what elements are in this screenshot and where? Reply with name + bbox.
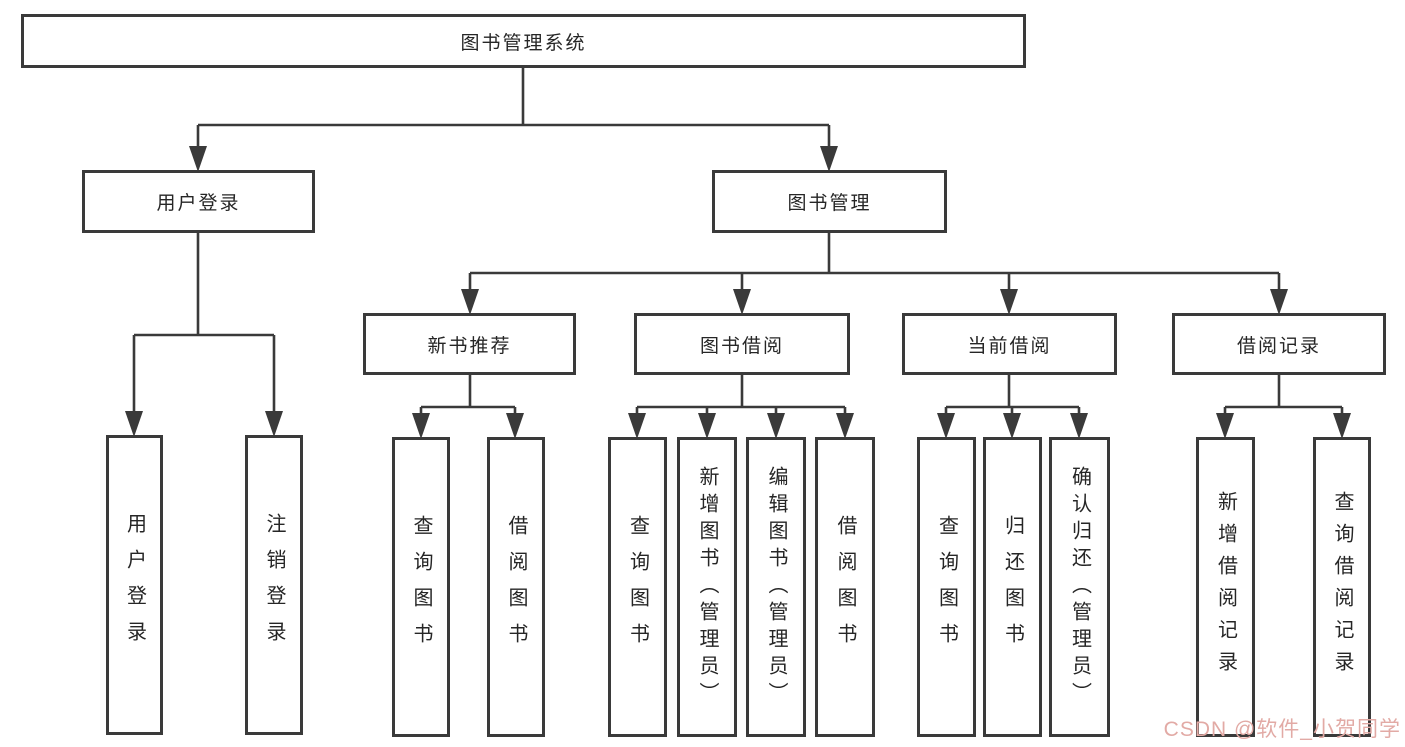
arrow-down-icon: [698, 413, 716, 439]
arrow-down-icon: [1003, 413, 1021, 439]
leaf-label: 借阅图书: [505, 515, 527, 659]
leaf-label: 确认归还（管理员）: [1068, 465, 1091, 709]
arrow-down-icon: [1070, 413, 1088, 439]
node-new-book-recommend: 新书推荐: [363, 313, 576, 375]
arrow-down-icon: [733, 289, 751, 315]
leaf-borrow-books: 借阅图书: [815, 437, 875, 737]
node-label: 当前借阅: [967, 335, 1052, 357]
node-label: 新书推荐: [427, 335, 512, 357]
arrow-down-icon: [189, 146, 207, 172]
leaf-label: 查询图书: [935, 515, 958, 659]
leaf-label: 编辑图书（管理员）: [765, 465, 787, 709]
arrow-down-icon: [937, 413, 955, 439]
leaf-borrow-books: 借阅图书: [487, 437, 545, 737]
leaf-query-books: 查询图书: [917, 437, 976, 737]
arrow-down-icon: [125, 411, 143, 437]
arrow-down-icon: [1000, 289, 1018, 315]
arrow-down-icon: [461, 289, 479, 315]
arrow-down-icon: [1333, 413, 1351, 439]
node-current-borrowing: 当前借阅: [902, 313, 1117, 375]
arrow-down-icon: [265, 411, 283, 437]
leaf-label: 归还图书: [1001, 515, 1024, 659]
leaf-label: 查询图书: [626, 515, 649, 659]
arrow-down-icon: [1270, 289, 1288, 315]
leaf-query-books: 查询图书: [392, 437, 450, 737]
node-book-management: 图书管理: [712, 170, 947, 233]
leaf-logout: 注销登录: [245, 435, 303, 735]
node-label: 借阅记录: [1236, 335, 1321, 357]
arrow-down-icon: [767, 413, 785, 439]
leaf-label: 用户登录: [123, 513, 146, 657]
leaf-confirm-return-admin: 确认归还（管理员）: [1049, 437, 1110, 737]
leaf-label: 新增借阅记录: [1214, 491, 1237, 683]
node-user-login: 用户登录: [82, 170, 315, 233]
arrow-down-icon: [506, 413, 524, 439]
leaf-add-borrow-record: 新增借阅记录: [1196, 437, 1255, 737]
leaf-edit-books-admin: 编辑图书（管理员）: [746, 437, 806, 737]
leaf-label: 注销登录: [263, 513, 285, 657]
node-library-management-system: 图书管理系统: [21, 14, 1026, 68]
node-label: 图书管理系统: [460, 32, 587, 54]
arrow-down-icon: [820, 146, 838, 172]
leaf-user-login: 用户登录: [106, 435, 163, 735]
leaf-label: 借阅图书: [834, 515, 856, 659]
node-borrowing-records: 借阅记录: [1172, 313, 1386, 375]
node-label: 图书借阅: [699, 335, 784, 357]
leaf-query-borrow-record: 查询借阅记录: [1313, 437, 1371, 737]
arrowheads: [125, 146, 1351, 439]
connector-paths: [132, 68, 1344, 416]
leaf-add-books-admin: 新增图书（管理员）: [677, 437, 737, 737]
leaf-return-books: 归还图书: [983, 437, 1042, 737]
arrow-down-icon: [1216, 413, 1234, 439]
leaf-label: 查询借阅记录: [1331, 491, 1353, 683]
node-label: 用户登录: [156, 193, 241, 214]
node-label: 图书管理: [787, 193, 872, 214]
leaf-label: 新增图书（管理员）: [696, 465, 718, 709]
arrow-down-icon: [836, 413, 854, 439]
arrow-down-icon: [628, 413, 646, 439]
leaf-label: 查询图书: [410, 515, 432, 659]
arrow-down-icon: [412, 413, 430, 439]
node-book-borrowing: 图书借阅: [634, 313, 850, 375]
leaf-query-books: 查询图书: [608, 437, 667, 737]
watermark: CSDN @软件_小贺同学: [1163, 718, 1401, 741]
